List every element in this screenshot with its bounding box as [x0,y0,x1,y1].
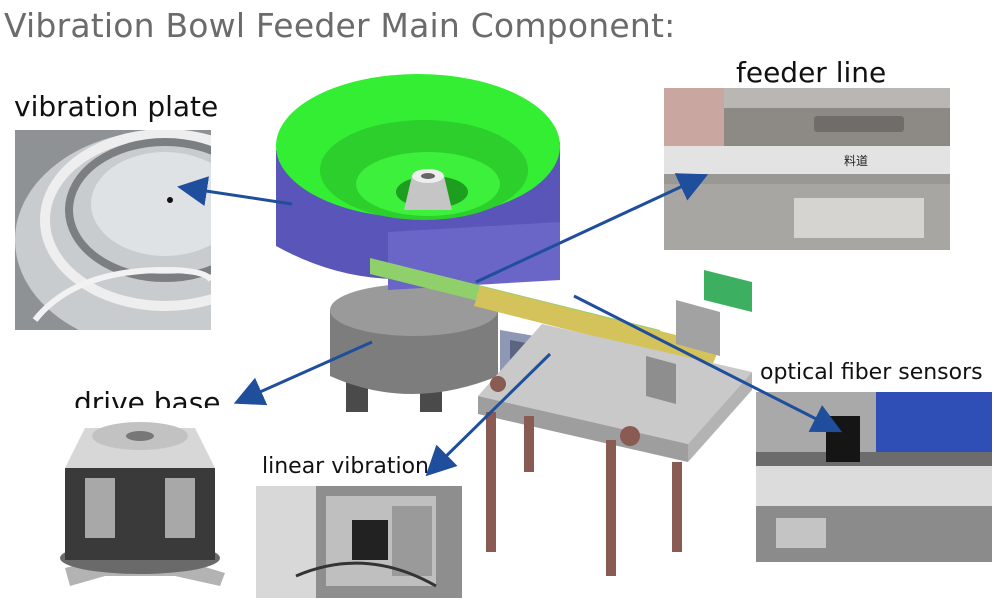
page-title: Vibration Bowl Feeder Main Component: [4,6,676,45]
vibration-plate-photo [15,130,211,330]
feeder-line-marking: 料道 [844,154,869,168]
linear-vibration-photo [256,486,462,598]
arrow-vibration-plate [177,176,293,206]
label-vibration-plate: vibration plate [14,90,219,123]
label-feeder-line: feeder line [736,56,887,89]
label-linear-vibration: linear vibration [262,454,429,479]
optical-fiber-sensors-photo [756,392,992,562]
arrow-optical-fiber-sensors [573,294,843,433]
arrow-feeder-line [475,173,709,284]
feeder-line-photo: 料道 [664,88,950,250]
arrow-drive-base [233,340,373,406]
label-optical-fiber-sensors: optical fiber sensors [760,360,983,385]
arrow-linear-vibration [425,352,552,477]
drive-base-photo [45,408,235,598]
